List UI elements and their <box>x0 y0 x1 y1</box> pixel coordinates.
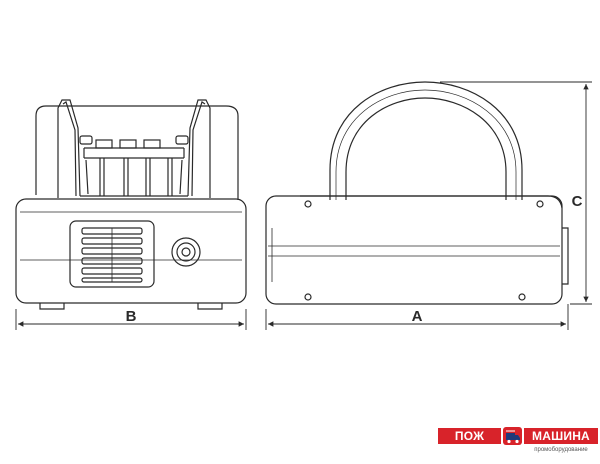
dimension-lines <box>15 81 592 330</box>
dc-jack-icon <box>171 237 201 267</box>
front-base-body <box>15 198 247 304</box>
brand-tagline: промоборудование <box>534 447 588 453</box>
dimension-b-label: B <box>126 308 137 325</box>
side-base-body <box>265 195 563 305</box>
brand-left-word: ПОЖ <box>438 428 501 444</box>
dimension-c-label: C <box>572 193 583 210</box>
dimension-a-label: A <box>412 308 423 325</box>
truck-emblem-icon <box>503 427 522 445</box>
vent-grille <box>69 220 155 288</box>
front-cradle <box>57 99 211 198</box>
side-view <box>265 81 569 305</box>
side-handle <box>329 81 523 200</box>
brand-logo: ПОЖ МАШИНА промоборудование <box>438 427 598 461</box>
front-back-housing <box>35 105 239 200</box>
brand-right-word: МАШИНА <box>524 428 598 444</box>
front-view <box>15 99 247 310</box>
